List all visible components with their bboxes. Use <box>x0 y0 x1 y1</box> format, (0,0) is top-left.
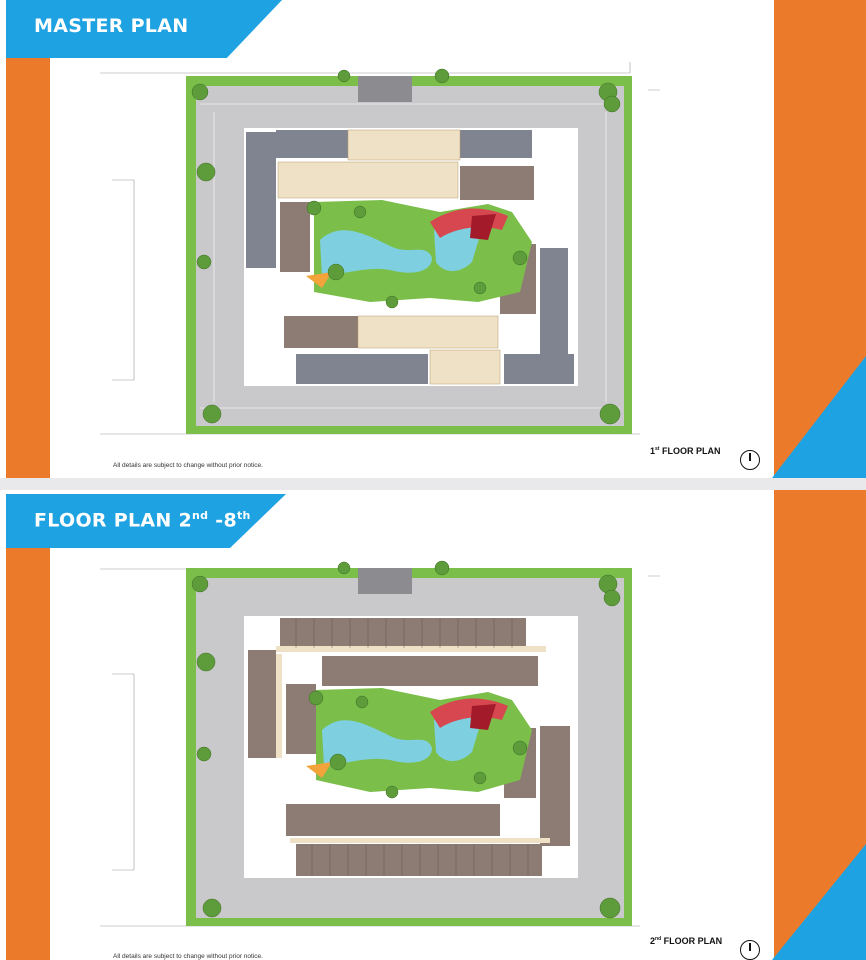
slide-title: MASTER PLAN <box>34 15 189 37</box>
master-plan-slide: MASTER PLAN <box>0 0 866 478</box>
entrance-gate <box>358 76 412 102</box>
title-sup-1: nd <box>192 509 209 522</box>
swimming-pool <box>322 720 432 766</box>
title-mid: -8 <box>208 509 237 532</box>
title-prefix: FLOOR PLAN 2 <box>34 509 193 532</box>
floor-plan-label: 2nd FLOOR PLAN <box>650 936 722 946</box>
trees <box>191 68 621 425</box>
trees <box>191 560 621 919</box>
unit-dividers <box>295 618 529 876</box>
floor-ordinal: nd <box>655 936 662 942</box>
unit-block-top <box>280 618 526 648</box>
floor-plan-text: FLOOR PLAN <box>661 446 721 456</box>
entrance-gate <box>358 568 412 594</box>
floor-number: 2 <box>650 936 656 946</box>
floor-ordinal: st <box>655 446 660 452</box>
floor-number: 1 <box>650 446 656 456</box>
title-banner: FLOOR PLAN 2nd -8th <box>6 494 286 548</box>
floor-plan-label: 1st FLOOR PLAN <box>650 446 720 456</box>
disclaimer-text: All details are subject to change withou… <box>113 953 263 960</box>
parking-stalls <box>200 103 620 409</box>
floor-plan-text: FLOOR PLAN <box>663 936 723 946</box>
disclaimer-text: All details are subject to change withou… <box>113 462 263 469</box>
slide-title: FLOOR PLAN 2nd -8th <box>34 509 251 531</box>
master-plan-drawing <box>100 62 660 435</box>
swimming-pool <box>320 230 432 276</box>
title-banner: MASTER PLAN <box>6 0 282 58</box>
typical-floor-plan-drawing <box>100 560 660 927</box>
floor-plan-slide: FLOOR PLAN 2nd -8th <box>0 490 866 960</box>
north-arrow-icon <box>740 450 760 470</box>
title-sup-2: th <box>236 509 251 522</box>
orange-side-band <box>6 548 50 960</box>
north-arrow-icon <box>740 940 760 960</box>
orange-side-band <box>6 58 50 478</box>
